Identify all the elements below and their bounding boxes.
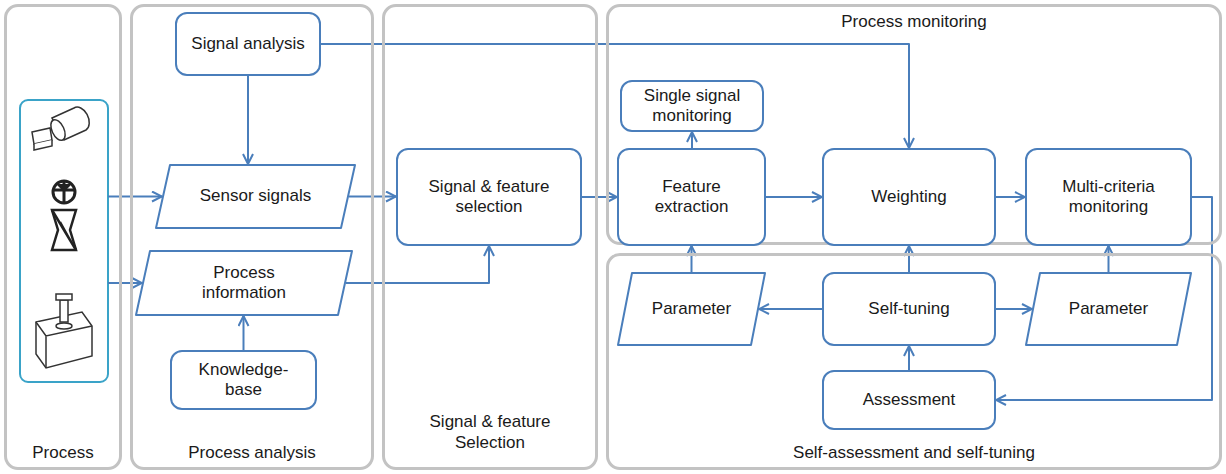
stage-label: Process monitoring: [609, 12, 1219, 32]
flow-arrow: [108, 282, 142, 284]
node-label: Parameter: [652, 299, 731, 319]
flow-arrow: [691, 246, 693, 272]
node-label: Sensor signals: [200, 186, 312, 206]
parallelogram-shape: [136, 251, 352, 315]
stage-label: Signal & feature Selection: [410, 412, 570, 453]
parallelogram-shape: [156, 165, 355, 228]
drill-icon: [52, 210, 76, 250]
process-box: Signal & feature selection: [396, 148, 582, 246]
data-parallelogram: Sensor signals: [155, 164, 356, 229]
node-label: Multi-criteria monitoring: [1049, 177, 1169, 218]
parallelogram-shape: [1026, 273, 1191, 345]
flow-arrow: [582, 196, 617, 198]
process-icon-frame: [20, 100, 108, 382]
node-label: Knowledge-base: [194, 360, 294, 401]
node-label: Feature extraction: [647, 177, 737, 218]
stage-panel: Process monitoringSingle signal monitori…: [606, 4, 1222, 245]
node-label: Signal & feature selection: [419, 177, 559, 218]
node-label: Signal analysis: [191, 34, 304, 54]
stage-label: Self-assessment and self-tuning: [609, 443, 1219, 463]
stage-label: Process analysis: [133, 443, 371, 463]
flow-arrow: [691, 132, 693, 148]
flow-arrow: [1108, 246, 1110, 272]
process-box: Single signal monitoring: [620, 80, 764, 132]
flow-arrow: [766, 196, 822, 198]
process-box: Weighting: [822, 148, 996, 246]
flow-arrow: [908, 246, 910, 272]
flow-arrow: [321, 44, 909, 148]
flow-arrow: [243, 316, 245, 350]
data-parallelogram: Parameter: [617, 272, 766, 346]
data-parallelogram: Process information: [135, 250, 353, 316]
process-box: Feature extraction: [617, 148, 766, 246]
node-label: Self-tuning: [868, 299, 949, 319]
milling-icon: [53, 181, 75, 203]
process-box: Knowledge-base: [170, 350, 317, 410]
flow-arrow: [759, 308, 822, 310]
process-box: Self-tuning: [822, 272, 996, 346]
flow-arrow: [996, 196, 1025, 198]
stage-panel: Process: [4, 4, 122, 470]
flow-arrow: [108, 196, 162, 198]
flow-arrow: [996, 308, 1032, 310]
node-label: Process information: [184, 263, 304, 304]
node-label: Weighting: [871, 187, 946, 207]
turning-icon: [32, 107, 89, 150]
stage-panel: Signal & feature Selection Signal & featu…: [382, 4, 598, 470]
stage-label: Process: [7, 443, 119, 463]
parallelogram-shape: [618, 273, 765, 345]
data-parallelogram: Parameter: [1025, 272, 1192, 346]
node-label: Assessment: [863, 390, 956, 410]
process-box: Multi-criteria monitoring: [1025, 148, 1192, 246]
stage-panel: Process analysis Signal analysisSensor si…: [130, 4, 374, 470]
flow-arrow: [247, 76, 249, 164]
node-label: Parameter: [1069, 299, 1148, 319]
process-box: Signal analysis: [175, 12, 321, 76]
node-label: Single signal monitoring: [632, 86, 752, 127]
flow-arrow: [908, 346, 910, 370]
workpiece-icon: [36, 294, 92, 368]
flow-arrow: [346, 246, 489, 283]
stage-panel: Self-assessment and self-tuning Parameter…: [606, 253, 1222, 470]
process-box: Assessment: [822, 370, 996, 430]
